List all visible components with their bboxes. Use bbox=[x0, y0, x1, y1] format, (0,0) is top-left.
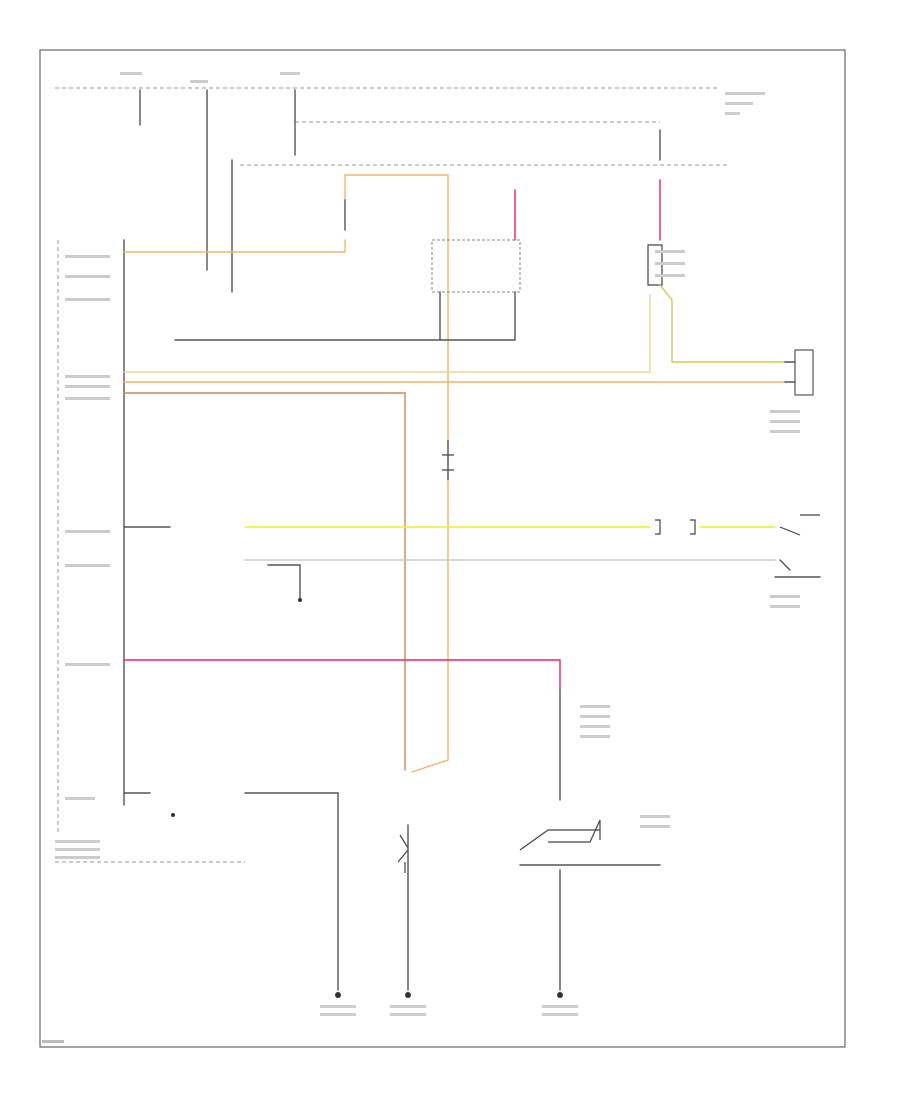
diagram-frame bbox=[39, 49, 846, 1048]
diode-symbol bbox=[442, 440, 454, 480]
right-connector bbox=[794, 349, 814, 396]
ignition-relay-feed-wire bbox=[344, 174, 449, 773]
middle-switch bbox=[397, 834, 409, 873]
relay-box bbox=[431, 239, 521, 293]
door-switch-symbol bbox=[655, 519, 696, 535]
ground-icon bbox=[405, 992, 411, 998]
lower-right-switch bbox=[519, 819, 601, 851]
ground-icon bbox=[335, 992, 341, 998]
key-wire-2 bbox=[123, 392, 406, 771]
ground-icon bbox=[298, 598, 302, 602]
right-open-line bbox=[779, 559, 791, 571]
signal-drop-wire bbox=[267, 564, 301, 601]
ground-black-wire bbox=[244, 792, 339, 991]
switch-output-wire bbox=[659, 284, 786, 363]
ignition-feed-wire bbox=[123, 239, 346, 253]
door-jamb-switch bbox=[779, 514, 820, 536]
ground-icon bbox=[557, 992, 563, 998]
switch-output-wire-2 bbox=[123, 294, 651, 373]
module-point bbox=[171, 813, 175, 817]
light-switch-red-wire bbox=[123, 659, 561, 691]
transmission-switch bbox=[647, 244, 663, 286]
label-group bbox=[42, 72, 800, 1043]
